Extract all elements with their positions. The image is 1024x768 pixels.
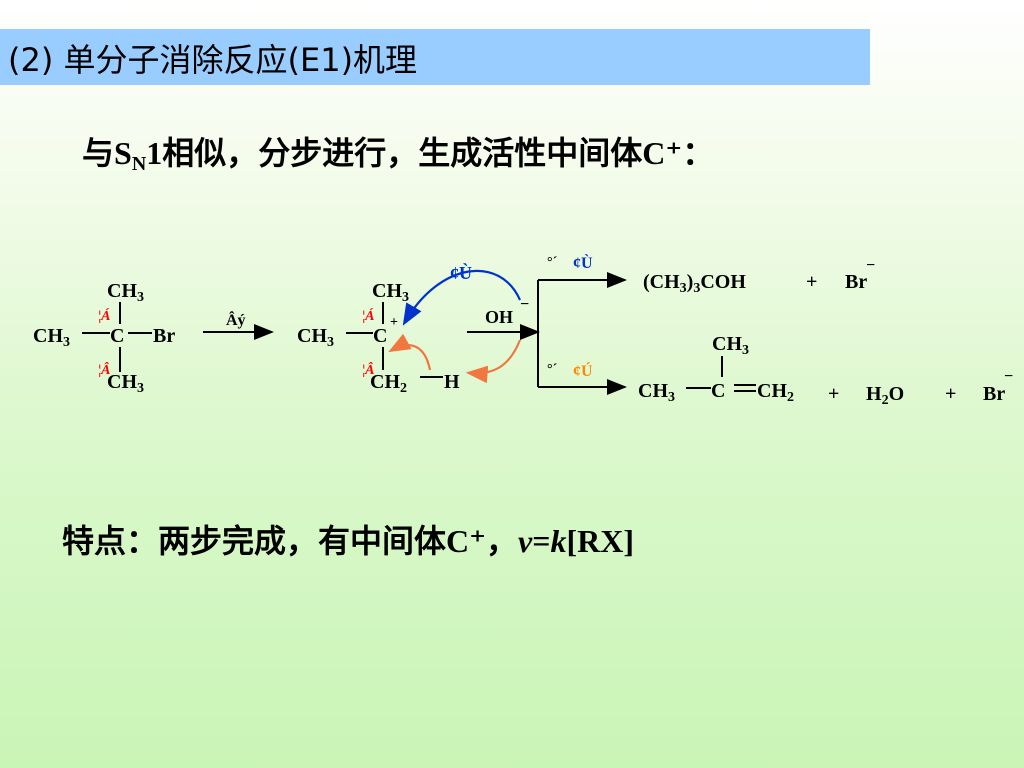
reactant-ch3-left: CH3 <box>33 325 70 350</box>
alkene-ch3-left: CH3 <box>638 380 675 405</box>
rate-v: v <box>518 523 533 559</box>
top-br: Br <box>845 271 867 293</box>
slide-title: (2) 单分子消除反应(E1)机理 <box>8 41 418 79</box>
rate-eq: = <box>532 523 551 559</box>
reactant-ch3-top: CH3 <box>107 280 144 305</box>
orange-arrow-base <box>465 339 522 384</box>
blue-label: ¢Ù <box>450 262 472 283</box>
tbutanol: (CH3)3COH <box>643 271 746 296</box>
rate-k: k <box>550 523 567 559</box>
branch-top-label-a: °´ <box>547 255 558 270</box>
bottom-plus-2: + <box>945 383 956 405</box>
int-alpha-label: ¦Á <box>362 307 374 324</box>
bottom-br: Br <box>983 383 1005 405</box>
int-carbon: C <box>373 325 387 347</box>
alpha-label: ¦Á <box>98 307 110 324</box>
feature-text: 特点：两步完成，有中间体C⁺， <box>62 523 519 559</box>
branch-bottom-label-b: ¢Ú <box>573 361 593 380</box>
top-br-charge: − <box>866 257 875 274</box>
intro-subscript: N <box>131 153 147 175</box>
top-plus: + <box>806 271 817 293</box>
reactant-carbon: C <box>110 325 124 347</box>
int-beta-label: ¦Â <box>362 361 374 378</box>
reactant-br: Br <box>153 325 175 347</box>
alkene-ch3-top: CH3 <box>712 333 749 358</box>
bottom-plus-1: + <box>828 383 839 405</box>
int-plus: + <box>390 315 398 330</box>
title-bar: (2) 单分子消除反应(E1)机理 <box>0 29 870 85</box>
branch-bottom-label-a: °´ <box>547 362 558 377</box>
hydroxide: OH <box>485 307 513 327</box>
substitution-product: (CH3)3COH + Br − <box>643 257 875 296</box>
int-h: H <box>444 371 460 393</box>
int-ch3-left: CH3 <box>297 325 334 350</box>
beta-label: ¦Â <box>98 361 110 378</box>
intro-suffix: 1相似，分步进行，生成活性中间体C⁺： <box>146 135 715 171</box>
intro-line: 与SN1相似，分步进行，生成活性中间体C⁺： <box>82 128 714 176</box>
int-ch3-top: CH3 <box>372 280 409 305</box>
elimination-product: CH3 CH3 C CH2 + H2O + Br − <box>638 333 1013 408</box>
orange-arrow-ch <box>388 333 432 371</box>
intermediate: CH3 ¦Á CH3 C + ¦Â CH2 H <box>297 280 460 396</box>
rate-rx: [RX] <box>566 523 634 559</box>
bottom-br-charge: − <box>1004 368 1013 385</box>
reactant: CH3 ¦Á CH3 C Br ¦Â CH3 <box>33 280 175 396</box>
blue-curved-arrow <box>402 269 522 326</box>
water: H2O <box>866 383 904 408</box>
intro-prefix: 与S <box>82 135 132 171</box>
int-ch2: CH2 <box>370 371 407 396</box>
step1-label: Âý <box>226 310 246 329</box>
alkene-carbon: C <box>711 380 725 402</box>
branch-top-label-b: ¢Ù <box>573 253 593 272</box>
hydroxide-charge: − <box>520 296 529 313</box>
feature-line: 特点：两步完成，有中间体C⁺，v=k[RX] <box>62 516 634 562</box>
reactant-ch3-bottom: CH3 <box>107 371 144 396</box>
alkene-ch2: CH2 <box>757 380 794 405</box>
